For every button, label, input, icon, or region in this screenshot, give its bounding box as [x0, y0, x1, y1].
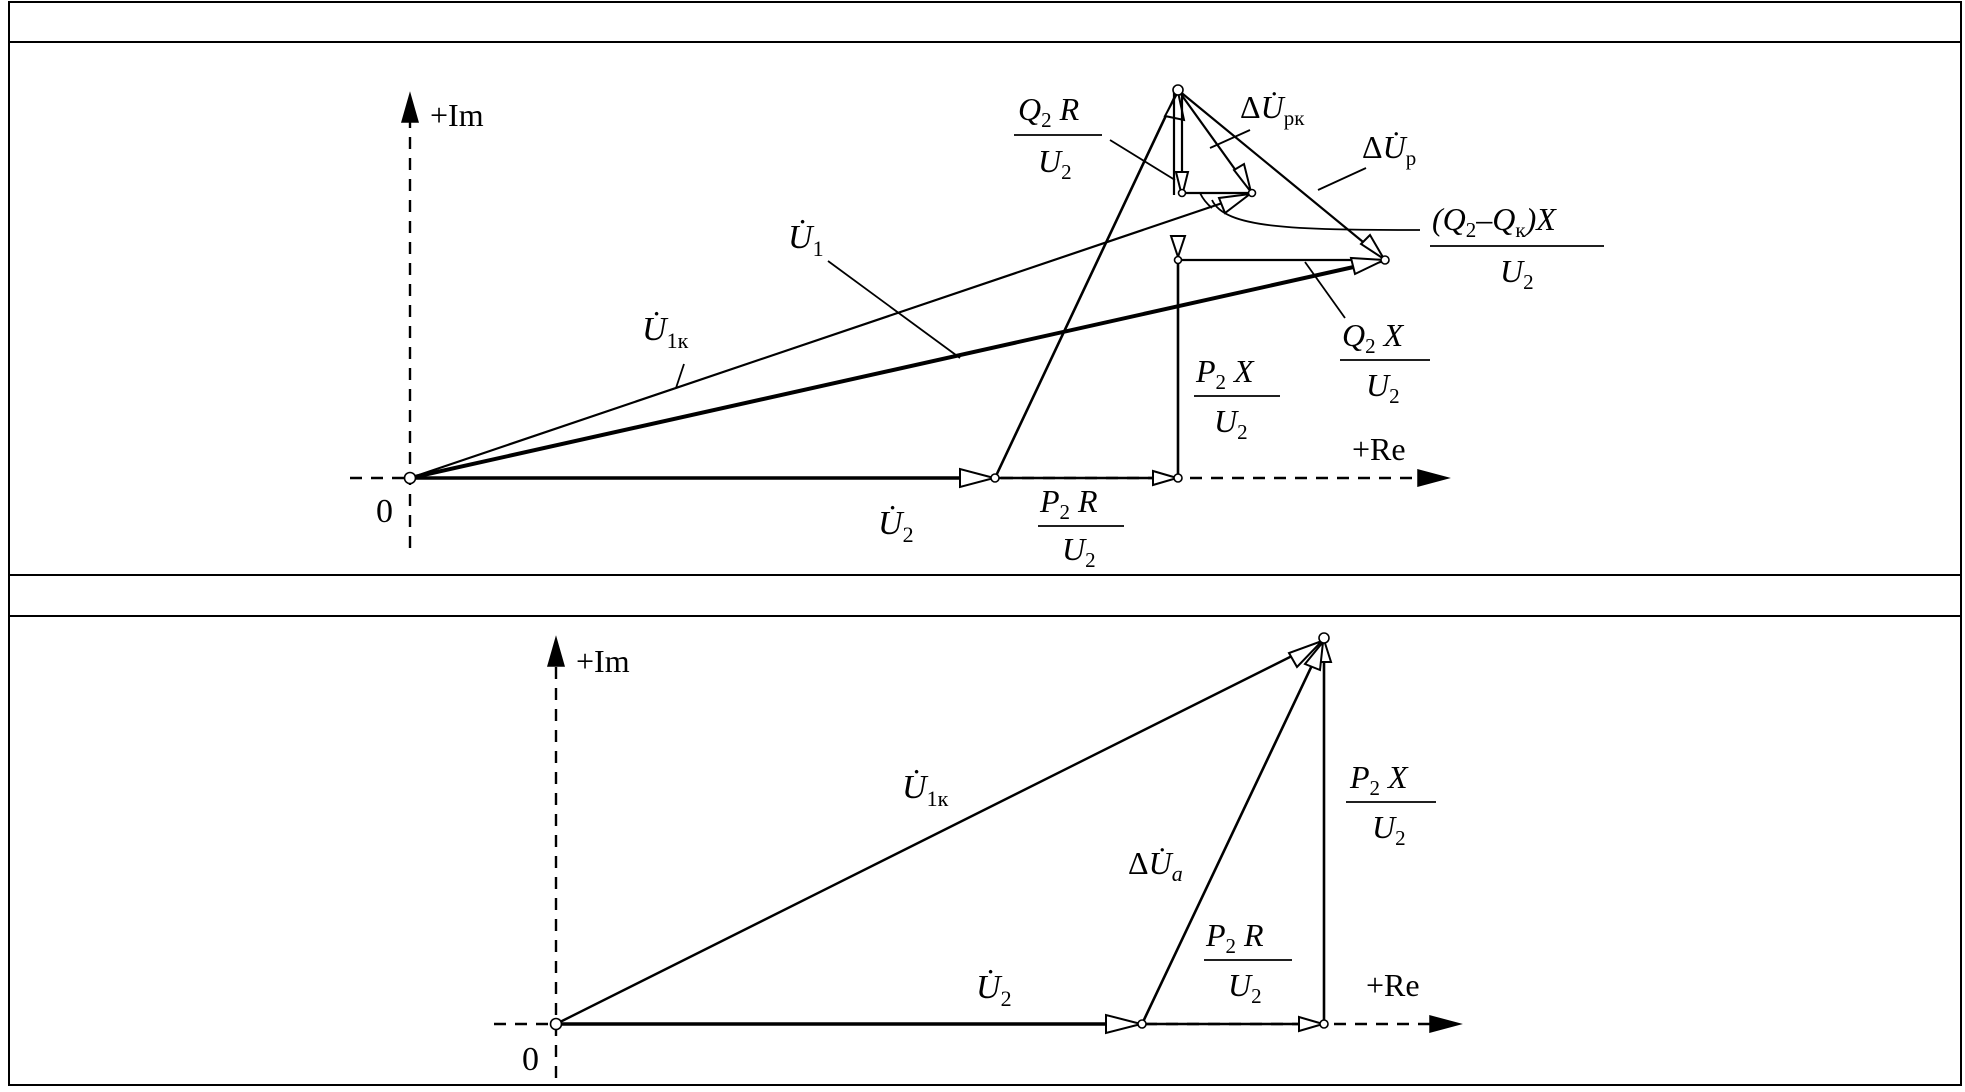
- top-delta-upk-arrow-icon: [1232, 162, 1252, 193]
- top-im-axis-label: +Im: [430, 97, 484, 133]
- bottom-u2-arrow-icon: [1105, 1013, 1142, 1035]
- top-re-node: [1173, 473, 1183, 483]
- bottom-u1k-arrow-icon: [1287, 640, 1323, 669]
- top-u1-label: U̇1: [788, 219, 824, 261]
- bottom-p2r-fraction: P2 R U2: [1204, 917, 1292, 1008]
- svg-text:U2: U2: [1214, 403, 1248, 444]
- top-u1k-tip-node: [1247, 188, 1257, 198]
- top-q2r-node: [1177, 188, 1187, 198]
- bottom-u2-tip-node: [1137, 1019, 1147, 1029]
- bottom-p2x-fraction: P2 X U2: [1346, 759, 1436, 850]
- bottom-apex-node: [1318, 632, 1330, 644]
- bottom-u1k-label: U̇1к: [902, 769, 949, 811]
- svg-text:(Q2–Qк)X: (Q2–Qк)X: [1432, 201, 1557, 242]
- bottom-phasor-diagram: +Im +Re 0 U̇1к U̇2 ΔU̇a P2 R U2 P2 X U2: [494, 632, 1463, 1078]
- bottom-im-axis-arrow-icon: [547, 635, 565, 667]
- top-p2r-fraction: P2 R U2: [1038, 483, 1124, 572]
- top-q2r-arrow-icon: [1174, 171, 1190, 197]
- top-dupk-leader: [1209, 129, 1251, 149]
- top-re-axis-label: +Re: [1352, 431, 1406, 467]
- top-u2-tip-node: [990, 473, 1000, 483]
- table-frame: [8, 1, 1962, 1086]
- top-dupk-label: ΔU̇рк: [1240, 89, 1305, 130]
- top-u1-vector: [409, 258, 1386, 480]
- svg-text:U2: U2: [1062, 531, 1096, 572]
- top-re-axis-arrow-icon: [1417, 469, 1451, 487]
- top-delta-up-arrow-icon: [1359, 233, 1385, 260]
- svg-text:Q2 X: Q2 X: [1342, 317, 1405, 358]
- top-u1k-label: U̇1к: [642, 311, 689, 353]
- top-q2x-leader: [1304, 261, 1346, 319]
- bottom-re-node: [1319, 1019, 1329, 1029]
- svg-text:U2: U2: [1500, 253, 1534, 294]
- top-angle-arc: [1199, 192, 1213, 209]
- top-q2x-fraction: Q2 X U2: [1340, 317, 1430, 408]
- top-u1k-leader: [675, 363, 685, 389]
- bottom-u2-label: U̇2: [976, 969, 1012, 1011]
- top-u1k-arrow-icon: [1217, 192, 1254, 215]
- svg-text:P2 X: P2 X: [1349, 759, 1409, 800]
- bottom-im-axis-label: +Im: [576, 643, 630, 679]
- top-p2x-arrow-icon: [1169, 235, 1187, 261]
- bottom-u1k-vector: [555, 638, 1325, 1026]
- top-q2x-node: [1173, 255, 1183, 265]
- top-u1-arrow-icon: [1349, 256, 1388, 276]
- top-im-axis-arrow-icon: [401, 91, 419, 123]
- top-origin-label: 0: [376, 493, 393, 530]
- top-dup-leader: [1317, 167, 1367, 191]
- top-phasor-diagram: +Im +Re 0 U̇1 U̇1к U̇2 P2 R U2 P2 X U2 Q…: [350, 84, 1604, 572]
- top-delta-u-a-vector: [993, 89, 1180, 479]
- top-u2-arrow-icon: [959, 467, 998, 489]
- bottom-delta-ua-vector: [1140, 639, 1326, 1025]
- top-delta-up-vector: [1177, 89, 1386, 261]
- top-u1k-vector: [409, 191, 1253, 480]
- top-qqk-leader: [1211, 199, 1421, 231]
- svg-text:P2 R: P2 R: [1039, 483, 1098, 524]
- top-q2r-fraction: Q2 R U2: [1014, 91, 1102, 184]
- top-u2-label: U̇2: [878, 505, 914, 547]
- bottom-origin-node: [549, 1017, 563, 1031]
- svg-text:P2 X: P2 X: [1195, 353, 1255, 394]
- top-p2r-arrow-icon: [1152, 469, 1181, 487]
- svg-text:Q2 R: Q2 R: [1018, 91, 1080, 132]
- svg-text:U2: U2: [1228, 967, 1262, 1008]
- bottom-re-axis-arrow-icon: [1429, 1015, 1463, 1033]
- svg-text:P2 R: P2 R: [1205, 917, 1264, 958]
- top-p2x-fraction: P2 X U2: [1194, 353, 1280, 444]
- top-q2r-leader: [1109, 139, 1176, 181]
- svg-text:U2: U2: [1366, 367, 1400, 408]
- bottom-origin-label: 0: [522, 1041, 539, 1078]
- top-dup-label: ΔU̇р: [1362, 129, 1416, 170]
- bottom-delta-ua-arrow-icon: [1303, 638, 1325, 672]
- bottom-re-axis-label: +Re: [1366, 967, 1420, 1003]
- bottom-p2r-arrow-icon: [1298, 1015, 1327, 1033]
- svg-text:U2: U2: [1372, 809, 1406, 850]
- bottom-dua-label: ΔU̇a: [1128, 845, 1183, 886]
- top-qqk-fraction: (Q2–Qк)X U2: [1430, 201, 1604, 294]
- svg-text:U2: U2: [1038, 143, 1072, 184]
- top-u1-leader: [827, 260, 961, 359]
- top-apex-node: [1172, 84, 1184, 96]
- top-u1-tip-node: [1380, 255, 1390, 265]
- top-origin-node: [403, 471, 417, 485]
